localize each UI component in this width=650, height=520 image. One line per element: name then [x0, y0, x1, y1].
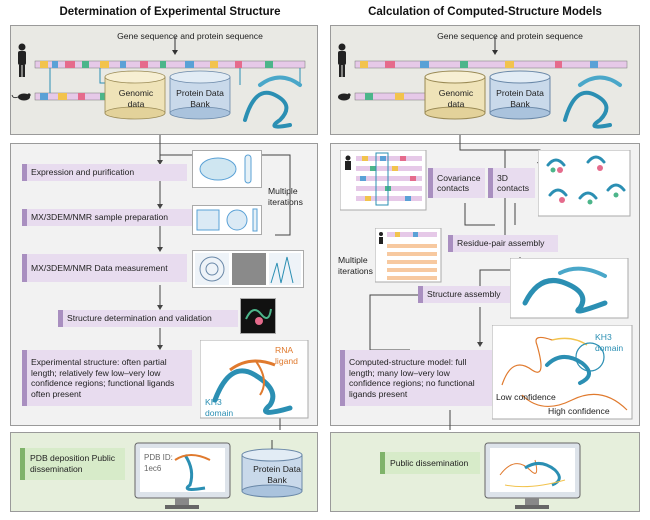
residue-pair-graphic [375, 228, 442, 283]
covariance-msa-graphic [340, 150, 427, 211]
high-confidence-label: High confidence [548, 406, 610, 416]
protein-ribbon-icon [243, 75, 302, 129]
left-step-structure-determination: Structure determination and validation [58, 310, 238, 327]
right-column-title: Calculation of Computed-Structure Models [368, 6, 602, 18]
left-column-title: Determination of Experimental Structure [59, 6, 281, 18]
dna-strip-1 [34, 60, 306, 69]
left-genomic-label: Genomic data [118, 88, 154, 109]
right-kh3-label: KH3 domain [595, 332, 624, 353]
low-confidence-label: Low confidence [496, 392, 556, 402]
right-sequence-label: Gene sequence and protein sequence [437, 31, 583, 41]
left-step-data-measurement: MX/3DEM/NMR Data measurement [22, 254, 187, 282]
mouse-icon [11, 93, 31, 101]
left-sequence-graphic [11, 37, 306, 129]
pdb-deposition-box: PDB deposition Public dissemination [20, 448, 125, 480]
left-pdb-label: Protein Data Bank [176, 88, 224, 109]
covariance-contacts-box: Covariance contacts [428, 168, 485, 198]
pdb-id-label: PDB ID: 1ec6 [144, 453, 173, 473]
right-genomic-label: Genomic data [438, 88, 474, 109]
left-iterations-label: Multiple iterations [268, 186, 303, 207]
pdb-database-icon [169, 70, 231, 120]
experimental-structure-graphic [200, 340, 309, 419]
public-dissemination-box: Public dissemination [380, 452, 480, 474]
left-step-experimental-structure: Experimental structure: often partial le… [22, 350, 192, 406]
structure-assembly-box: Structure assembly [418, 286, 518, 303]
3d-contacts-graphic [538, 150, 631, 217]
3d-contacts-box: 3D contacts [488, 168, 535, 198]
left-step-sample-prep: MX/3DEM/NMR sample preparation [22, 209, 197, 226]
sample-prep-image [192, 205, 262, 235]
human-icon [18, 43, 26, 77]
computed-model-graphic [492, 325, 633, 420]
structure-assembly-graphic [510, 258, 629, 319]
structure-validation-image [240, 298, 276, 334]
expression-image [192, 150, 262, 188]
right-iterations-label: Multiple iterations [338, 255, 373, 276]
rna-ligand-label: RNA ligand [275, 345, 298, 366]
left-sequence-label: Gene sequence and protein sequence [117, 31, 263, 41]
right-sequence-graphic [338, 37, 628, 129]
right-monitor-graphic [484, 442, 581, 509]
data-measurement-image [192, 250, 304, 288]
right-pdb-label: Protein Data Bank [496, 88, 544, 109]
left-output-graphic [134, 440, 303, 509]
genomic-database-icon [104, 70, 166, 120]
computed-model-box: Computed-structure model: full length; m… [340, 350, 492, 406]
left-step-expression: Expression and purification [22, 164, 187, 181]
residue-pair-box: Residue-pair assembly [448, 235, 558, 252]
left-bank-label: Protein Data Bank [253, 464, 301, 485]
left-kh3-label: KH3 domain [205, 397, 234, 418]
